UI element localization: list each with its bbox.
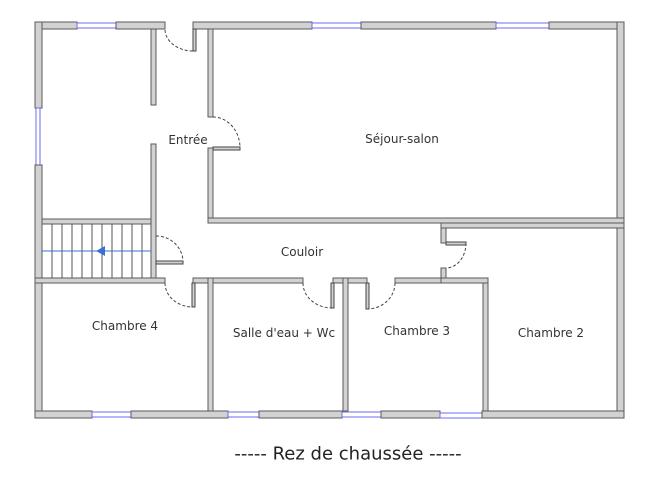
room-label-chambre2: Chambre 2 — [517, 326, 585, 340]
wall-left — [34, 164, 43, 419]
window-top-2 — [311, 22, 362, 29]
room-label-chambre3: Chambre 3 — [383, 324, 451, 338]
door-chambre4[interactable] — [164, 282, 196, 308]
wall-top — [360, 21, 497, 30]
stair-arrow-icon — [42, 246, 151, 256]
door-sejour[interactable] — [212, 116, 241, 151]
door-stair[interactable] — [155, 235, 184, 265]
wall-sejour-bottom — [207, 217, 625, 224]
window-top-3 — [495, 22, 550, 29]
wall-bottom — [481, 410, 625, 419]
wall-bottom — [380, 410, 441, 419]
window-top-1 — [76, 22, 117, 29]
room-label-chambre4: Chambre 4 — [91, 319, 159, 333]
wall-chambre3-chambre2 — [482, 277, 489, 412]
wall-top — [115, 21, 166, 30]
room-label-sejour: Séjour-salon — [365, 132, 439, 146]
window-bottom-1 — [91, 411, 132, 418]
window-bottom-3 — [341, 411, 382, 418]
wall-stair-top — [41, 218, 152, 225]
room-label-salle-eau: Salle d'eau + Wc — [232, 326, 336, 340]
wall-chambre3-top — [440, 277, 489, 284]
wall-bottom — [34, 410, 93, 419]
wall-corridor-bottom — [394, 277, 447, 284]
wall-entree-left — [150, 28, 157, 106]
room-label-entree: Entrée — [168, 133, 208, 147]
window-bottom-2 — [227, 411, 260, 418]
wall-salle-chambre3 — [342, 277, 349, 412]
window-bottom-4 — [439, 412, 483, 419]
wall-top — [548, 21, 625, 30]
wall-sejour-left — [207, 28, 214, 118]
caption-dashes-right: ----- — [429, 443, 462, 465]
room-label-couloir: Couloir — [280, 245, 324, 259]
wall-entree-left — [150, 143, 157, 284]
door-salle-eau[interactable] — [302, 282, 335, 309]
wall-corridor-bottom — [192, 277, 304, 284]
wall-bottom — [258, 410, 343, 419]
door-chambre3[interactable] — [365, 282, 396, 310]
wall-top — [192, 21, 313, 30]
wall-bottom — [130, 410, 229, 419]
wall-chambre2-top — [440, 222, 625, 229]
wall-left — [34, 21, 43, 109]
wall-chambre4-salle — [207, 277, 214, 412]
wall-sejour-left — [207, 147, 214, 224]
plan-caption: ----- Rez de chaussée ----- — [234, 444, 461, 465]
door-chambre2[interactable] — [445, 241, 467, 269]
window-left — [35, 107, 41, 166]
door-entree[interactable] — [164, 28, 197, 52]
caption-title: Rez de chaussée — [272, 443, 424, 465]
caption-dashes-left: ----- — [234, 443, 267, 465]
wall-corridor-bottom — [332, 277, 368, 284]
wall-corridor-bottom — [34, 277, 166, 284]
